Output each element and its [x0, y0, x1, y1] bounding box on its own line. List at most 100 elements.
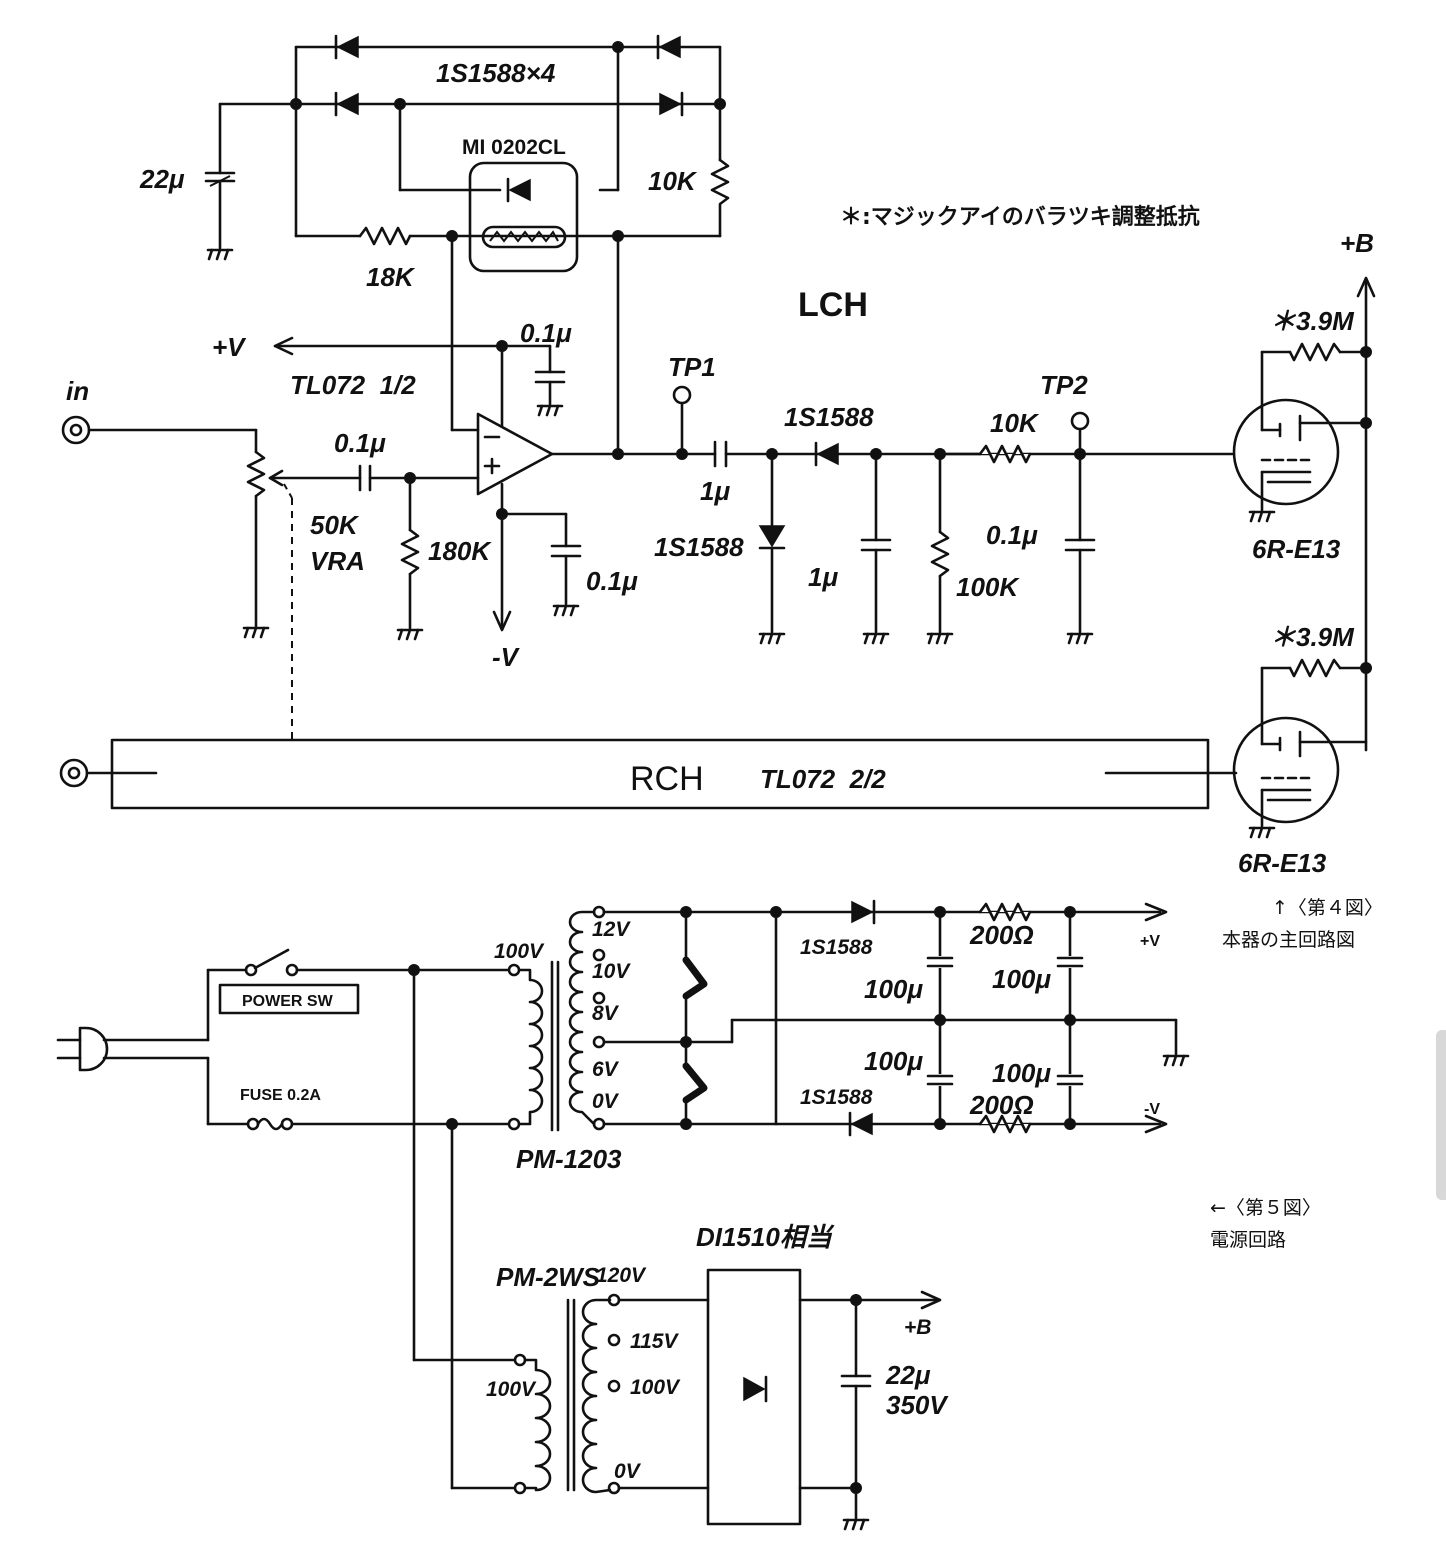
out-neg-label: -V	[1144, 1101, 1160, 1118]
fig4-caption-2: 本器の主回路図	[1222, 929, 1355, 951]
diode-array-label: 1S1588×4	[436, 58, 556, 88]
c01-neg-label: 0.1μ	[586, 566, 638, 596]
t2-primary-label: 100V	[486, 1378, 537, 1401]
t2-tap-0v: 0V	[614, 1460, 642, 1483]
out-pos-label: +V	[1140, 933, 1160, 950]
resistor-10k-top	[710, 158, 730, 238]
opamp-supply	[273, 336, 582, 632]
magic-eye-section	[1232, 276, 1376, 839]
c1u-series-label: 1μ	[700, 476, 730, 506]
diode-symbol	[336, 35, 359, 59]
c-a-label: 100μ	[864, 974, 923, 1004]
input-jack	[61, 415, 91, 445]
d-top-label: 1S1588	[800, 936, 873, 959]
b-supply-label: +B	[1340, 228, 1374, 258]
detector-section	[672, 385, 1234, 645]
diode-bridge	[218, 34, 726, 238]
d-shunt-label: 1S1588	[654, 532, 744, 562]
r10k-top-label: 10K	[648, 166, 698, 196]
t2-tap-120v: 120V	[596, 1264, 647, 1287]
r39m-bot-label: ＊3.9M	[1270, 622, 1355, 652]
photocoupler-row	[294, 161, 722, 456]
c22u-label: 22μ	[139, 164, 185, 194]
fuse	[206, 1117, 510, 1131]
ac-plug	[56, 968, 210, 1126]
diode-symbol	[658, 35, 681, 59]
pos-supply-label: +V	[212, 332, 247, 362]
r-top-label: 200Ω	[969, 920, 1034, 950]
d-series-label: 1S1588	[784, 402, 874, 432]
lch-label: LCH	[798, 286, 868, 324]
t2-name-label: PM-2WS	[496, 1262, 601, 1292]
tube-6re13-top	[1232, 398, 1340, 523]
r180k-label: 180K	[428, 536, 492, 566]
main-circuit-diagram	[59, 34, 1376, 839]
c-b-label: 100μ	[992, 964, 1051, 994]
labels: 1S1588×4 MI 0202CL 22μ 10K 18K ＊:マジックアイの…	[66, 58, 1383, 1483]
diode-symbol	[851, 900, 874, 924]
c01-in-label: 0.1μ	[334, 428, 386, 458]
r10k-out-label: 10K	[990, 408, 1040, 438]
tube-6re13-bottom	[1232, 716, 1340, 839]
power-switch	[206, 948, 510, 1015]
c1u-shunt-label: 1μ	[808, 562, 838, 592]
r39m-top-label: ＊3.9M	[1270, 306, 1355, 336]
neg-supply-label: -V	[492, 642, 521, 672]
diode-symbol	[659, 92, 682, 116]
diode-symbol	[758, 525, 786, 548]
power-sw-label: POWER SW	[242, 993, 334, 1010]
fig5-caption-1: ←〈第５図〉	[1210, 1197, 1321, 1219]
opamp-left-label: TL072 1/2	[290, 370, 416, 400]
rch-label: RCH	[630, 760, 704, 798]
cb-volt-label: 350V	[886, 1390, 949, 1420]
tp2-label: TP2	[1040, 370, 1088, 400]
fig5-caption-2: 電源回路	[1210, 1229, 1286, 1251]
power-supply-diagram	[56, 899, 1190, 1531]
photocoupler-label: MI 0202CL	[462, 136, 566, 159]
capacitor-22u	[204, 102, 236, 261]
c-c-label: 100μ	[864, 1046, 923, 1076]
scroll-edge-tab[interactable]	[1436, 1030, 1446, 1200]
input-label: in	[66, 376, 89, 406]
bridge-rectifier	[706, 1268, 942, 1531]
rch-block	[59, 738, 1238, 810]
tp2-terminal	[1070, 411, 1090, 431]
diode-symbol	[850, 1112, 873, 1136]
c01-top-label: 0.1μ	[520, 318, 572, 348]
input-section	[61, 415, 480, 744]
led-symbol	[508, 178, 531, 202]
c01-out-label: 0.1μ	[986, 520, 1038, 550]
t1-tap-8v: 8V	[592, 1002, 620, 1025]
diode-symbol	[336, 92, 359, 116]
t1-tap-10v: 10V	[592, 960, 631, 983]
dc-supply-rails	[770, 899, 1168, 1137]
cds-cell	[481, 225, 567, 249]
vr-value-label: 50K	[310, 510, 360, 540]
bridge-label: DI1510相当	[696, 1222, 835, 1252]
vr-name-label: VRA	[310, 546, 365, 576]
r-bot-label: 200Ω	[969, 1090, 1034, 1120]
note-label: ＊:マジックアイのバラツキ調整抵抗	[840, 204, 1200, 230]
t1-name-label: PM-1203	[516, 1144, 622, 1174]
t1-primary-label: 100V	[494, 940, 545, 963]
t2-tap-100v: 100V	[630, 1376, 681, 1399]
t1-tap-6v: 6V	[592, 1058, 620, 1081]
opamp-right-label: TL072 2/2	[760, 764, 886, 794]
tube-top-label: 6R-E13	[1252, 534, 1341, 564]
diode-symbol	[816, 442, 839, 466]
transformer-pm2ws	[513, 1293, 710, 1495]
c-d-label: 100μ	[992, 1058, 1051, 1088]
fig4-caption-1: ↑〈第４図〉	[1272, 897, 1383, 919]
tp1-terminal	[672, 385, 692, 405]
input-jack-right	[59, 758, 89, 788]
t2-tap-115v: 115V	[630, 1330, 679, 1353]
t1-tap-0v: 0V	[592, 1090, 620, 1113]
photocoupler-body	[468, 161, 579, 273]
r100k-label: 100K	[956, 572, 1020, 602]
r18k-label: 18K	[366, 262, 416, 292]
fuse-label: FUSE 0.2A	[240, 1087, 321, 1104]
tp1-label: TP1	[668, 352, 716, 382]
t1-tap-12v: 12V	[592, 918, 631, 941]
tube-bot-label: 6R-E13	[1238, 848, 1327, 878]
